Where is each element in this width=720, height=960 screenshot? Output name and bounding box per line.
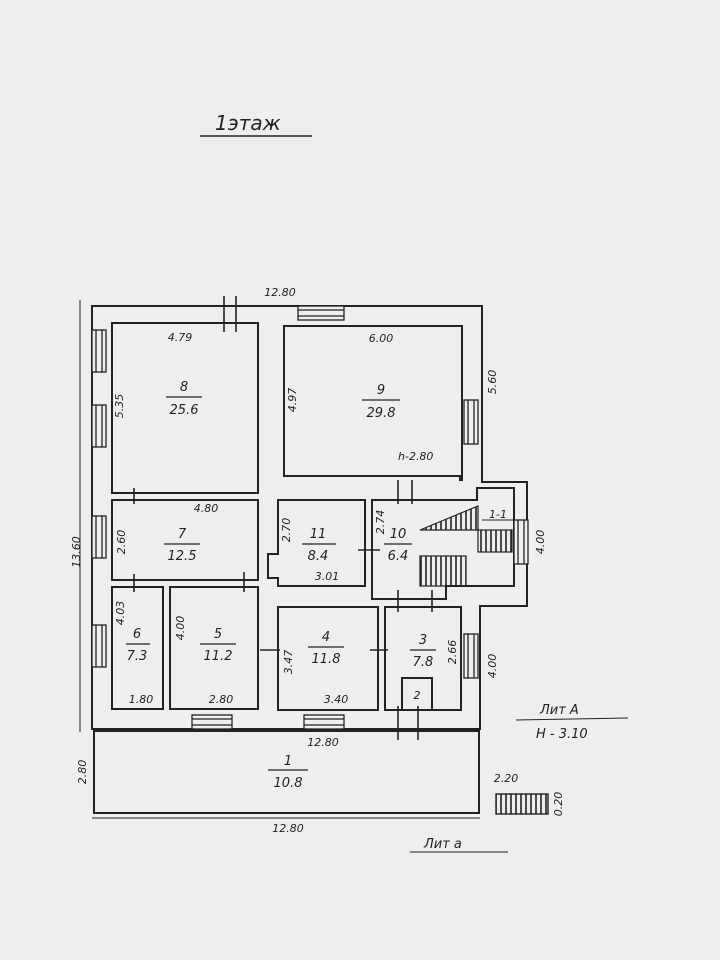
window-bottom-2: [303, 714, 345, 730]
dim-r11-height: 2.70: [280, 518, 293, 543]
dim-r9-width: 6.00: [369, 332, 394, 345]
stair-label: 1-1: [489, 508, 507, 521]
room-2-number: 2: [414, 689, 421, 702]
window-right-1: [463, 399, 479, 445]
window-left-2: [91, 404, 107, 448]
dim-r9-height: 4.97: [286, 388, 299, 413]
room-5-area: 11.2: [204, 649, 233, 664]
room-2-label: 2: [414, 689, 421, 702]
room-6-area: 7.3: [127, 649, 148, 664]
room-11-outline: [267, 499, 366, 587]
room-9-label: 9 29.8: [362, 383, 400, 421]
ceiling-height-note: h-2.80: [398, 450, 433, 463]
floor-title: 1этаж: [215, 111, 281, 135]
room-9-number: 9: [377, 383, 385, 398]
dim-bottom-width: 12.80: [272, 822, 304, 835]
room-7-label: 7 12.5: [164, 527, 200, 564]
dim-r6-height: 4.03: [114, 601, 127, 626]
room-1-area: 10.8: [274, 776, 303, 791]
room-10-label: 10 6.4: [384, 527, 412, 564]
room-4-number: 4: [322, 630, 330, 645]
room-4-area: 11.8: [312, 652, 341, 667]
room-11-label: 11 8.4: [302, 527, 336, 564]
dim-left-height: 13.60: [70, 536, 83, 568]
dim-r5-height: 4.00: [174, 616, 187, 641]
room-5-outline: [169, 586, 259, 710]
window-right-3: [463, 633, 479, 679]
window-top: [297, 305, 345, 321]
window-left-1: [91, 329, 107, 373]
dim-r8-width: 4.79: [168, 331, 193, 344]
dim-top-width: 12.80: [264, 286, 296, 299]
note-line-lit-a: [515, 717, 629, 721]
note-lit-a: Лит А: [539, 703, 579, 718]
note-lit-a-lower: Лит а: [423, 837, 462, 852]
dimension-labels: 12.80 12.80 12.80 13.60 5.60 4.00 4.00 2…: [70, 286, 565, 835]
dim-right-upper: 5.60: [486, 370, 499, 395]
room-10-outline: [371, 487, 515, 600]
dim-step-height: 0.20: [552, 792, 565, 817]
room-9-outline: [283, 325, 463, 481]
room-11-number: 11: [310, 527, 327, 542]
room-2-outline: [401, 677, 433, 711]
window-left-4: [91, 624, 107, 668]
dim-r4-width: 3.40: [324, 693, 349, 706]
room-4-label: 4 11.8: [308, 630, 344, 667]
room-10-area: 6.4: [388, 549, 409, 564]
room-6-number: 6: [133, 627, 141, 642]
room-7-area: 12.5: [168, 549, 197, 564]
room-7-number: 7: [178, 527, 187, 542]
entrance-step: [495, 793, 549, 815]
room-7-outline: [111, 499, 259, 581]
room-6-outline: [111, 586, 164, 710]
dim-r5-width: 2.80: [209, 693, 234, 706]
stair-flight-lower: [419, 555, 467, 587]
dim-r6-width: 1.80: [129, 693, 154, 706]
room-8-label: 8 25.6: [166, 380, 202, 418]
dim-r7-width: 4.80: [194, 502, 219, 515]
room-3-area: 7.8: [413, 655, 434, 670]
room-4-outline: [277, 606, 379, 711]
room-1-label: 1 10.8: [268, 754, 308, 791]
stair-flight-upper: [419, 505, 479, 531]
room-labels: 8 25.6 9 29.8 7 12.5 11 8.4 10 6.4 6 7.3: [126, 380, 436, 791]
dim-mid-width: 12.80: [307, 736, 339, 749]
window-right-2: [513, 519, 529, 565]
stairs: 1-1: [419, 505, 514, 587]
dim-r4-height: 3.47: [282, 650, 295, 675]
room-8-number: 8: [180, 380, 188, 395]
dim-r10-height: 2.74: [374, 510, 387, 535]
dim-annex-height: 2.80: [76, 760, 89, 785]
stair-flight-side: [477, 529, 513, 553]
room-1-number: 1: [284, 754, 292, 769]
dim-r3-height: 2.66: [446, 640, 459, 665]
dim-step-width: 2.20: [494, 772, 519, 785]
room-6-label: 6 7.3: [126, 627, 150, 664]
dim-r7-height: 2.60: [115, 530, 128, 555]
room-5-number: 5: [214, 627, 222, 642]
annex-outline: [93, 730, 480, 814]
room-3-number: 3: [419, 633, 427, 648]
room-8-outline: [111, 322, 259, 494]
window-bottom-1: [191, 714, 233, 730]
room-3-label: 3 7.8: [410, 633, 436, 670]
dim-r8-height: 5.35: [113, 394, 126, 419]
room-11-area: 8.4: [308, 549, 329, 564]
dim-r11-width: 3.01: [315, 570, 340, 583]
dim-right-lower: 4.00: [486, 654, 499, 679]
dim-right-stair: 4.00: [534, 530, 547, 555]
note-height: H - 3.10: [536, 727, 588, 742]
room-9-area: 29.8: [367, 406, 396, 421]
window-left-3: [91, 515, 107, 559]
room-8-area: 25.6: [170, 403, 199, 418]
room-10-number: 10: [390, 527, 407, 542]
room-5-label: 5 11.2: [200, 627, 236, 664]
